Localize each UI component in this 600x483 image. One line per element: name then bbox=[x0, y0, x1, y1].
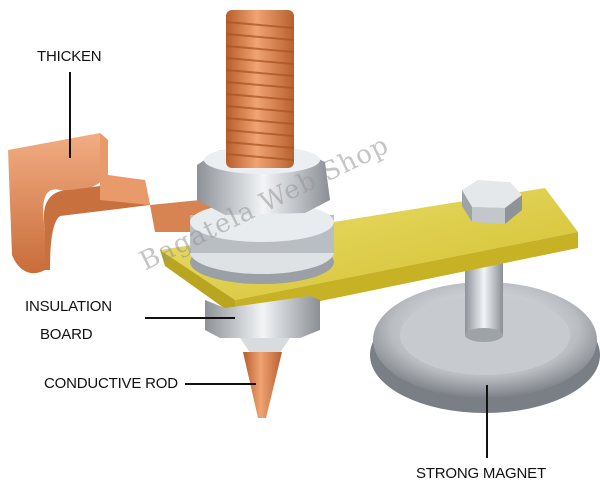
copper-bolt bbox=[225, 10, 295, 168]
conductive-rod-label: CONDUCTIVE ROD bbox=[44, 375, 178, 392]
callout-lines bbox=[69, 72, 488, 458]
strong-magnet bbox=[370, 255, 600, 413]
strong-magnet-label: STRONG MAGNET bbox=[416, 465, 546, 482]
conductive-tip bbox=[243, 352, 282, 418]
thicken-label: THICKEN bbox=[37, 48, 102, 65]
insulation-label-line1: INSULATION bbox=[25, 298, 112, 315]
insulation-label-line2: BOARD bbox=[40, 326, 93, 343]
board-bolt bbox=[462, 180, 522, 224]
